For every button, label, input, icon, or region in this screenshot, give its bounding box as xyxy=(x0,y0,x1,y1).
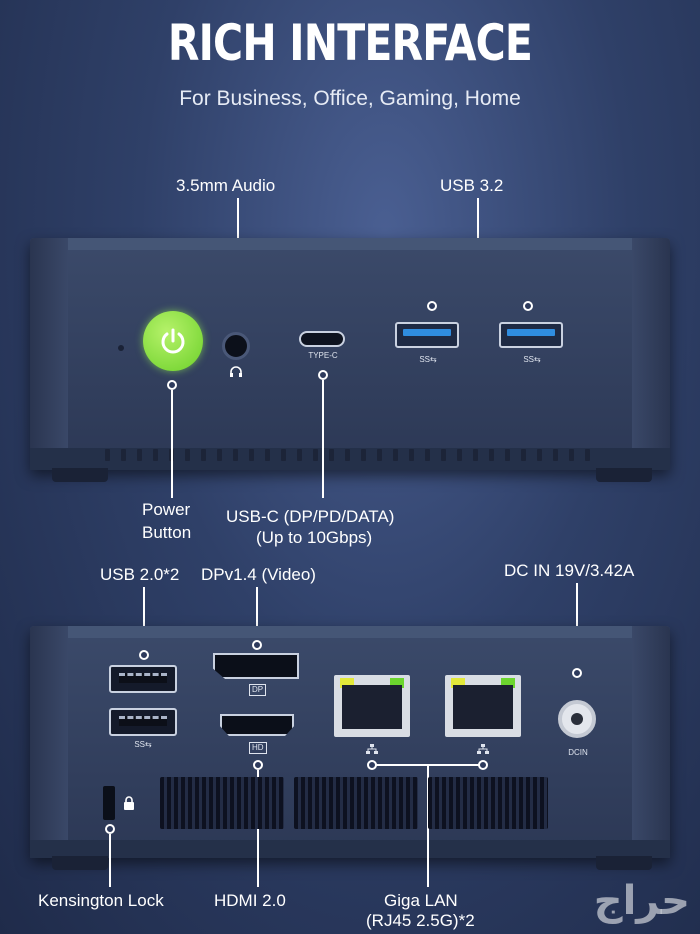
usb32-ss-tag-1: SS⇆ xyxy=(419,355,437,364)
watermark: حراج xyxy=(593,878,690,924)
usb32-ss-tag-2: SS⇆ xyxy=(523,355,541,364)
dot-hdmi xyxy=(253,760,263,770)
dot-dcin xyxy=(572,668,582,678)
usb20-port-2[interactable] xyxy=(109,708,177,736)
back-vent-3 xyxy=(428,777,548,829)
label-usb20: USB 2.0*2 xyxy=(100,565,180,584)
dot-usb20 xyxy=(139,650,149,660)
label-power-1: Power xyxy=(142,500,191,519)
usb20-ss-tag: SS⇆ xyxy=(134,740,152,749)
label-usbc-1: USB-C (DP/PD/DATA) xyxy=(226,507,395,526)
headphone-icon xyxy=(230,366,242,377)
lan-led-link-2 xyxy=(501,678,515,688)
front-foot-left xyxy=(52,468,108,482)
line-dp xyxy=(256,587,258,641)
dp-tag: DP xyxy=(249,684,267,696)
dot-kensington xyxy=(105,824,115,834)
page-title: Rich Interface xyxy=(167,14,533,72)
page-subtitle: For Business, Office, Gaming, Home xyxy=(179,87,521,110)
usb32-port-2[interactable] xyxy=(499,322,563,348)
power-button[interactable] xyxy=(143,311,203,371)
dot-usb32-2 xyxy=(523,301,533,311)
lan-port-2[interactable] xyxy=(445,675,521,737)
back-panel-device xyxy=(30,626,670,858)
dot-dp xyxy=(252,640,262,650)
dot-usb32-1 xyxy=(427,301,437,311)
lan-led-link-1 xyxy=(390,678,404,688)
line-kensington xyxy=(109,834,111,887)
usb32-port-1[interactable] xyxy=(395,322,459,348)
network-icon xyxy=(366,744,378,754)
back-foot-right xyxy=(596,856,652,870)
hdmi-port[interactable] xyxy=(220,714,294,736)
back-vent-1 xyxy=(160,777,284,829)
label-power-2: Button xyxy=(142,523,192,542)
label-usbc-2: (Up to 10Gbps) xyxy=(256,528,373,547)
dot-power xyxy=(167,380,177,390)
label-dp: DPv1.4 (Video) xyxy=(201,565,316,584)
power-icon xyxy=(161,328,185,354)
lan-led-activity-1 xyxy=(340,678,354,688)
lock-icon xyxy=(124,796,134,810)
lan-port-1[interactable] xyxy=(334,675,410,737)
label-kensington: Kensington Lock xyxy=(38,891,164,910)
dc-in-jack[interactable] xyxy=(558,700,596,738)
audio-jack[interactable] xyxy=(222,332,250,360)
label-dcin: DC IN 19V/3.42A xyxy=(504,561,635,580)
kensington-slot[interactable] xyxy=(103,786,115,820)
label-lan-1: Giga LAN xyxy=(384,891,458,910)
back-foot-left xyxy=(52,856,108,870)
hd-tag: HD xyxy=(249,742,267,754)
usb-c-port[interactable] xyxy=(299,331,345,347)
label-lan-2: (RJ45 2.5G)*2 xyxy=(366,911,475,930)
label-audio: 3.5mm Audio xyxy=(176,176,276,195)
line-power xyxy=(171,390,173,498)
front-panel-device xyxy=(30,238,670,470)
dot-usbc xyxy=(318,370,328,380)
front-foot-right xyxy=(596,468,652,482)
dcin-tag: DCIN xyxy=(568,748,588,757)
label-hdmi: HDMI 2.0 xyxy=(214,891,286,910)
front-vent xyxy=(105,449,595,461)
status-led xyxy=(118,345,124,351)
usb20-port-1[interactable] xyxy=(109,665,177,693)
back-vent-2 xyxy=(294,777,418,829)
line-usbc xyxy=(322,380,324,498)
line-usb20 xyxy=(143,587,145,651)
network-icon xyxy=(477,744,489,754)
displayport[interactable] xyxy=(213,653,299,679)
typec-tag: TYPE-C xyxy=(308,351,338,360)
label-usb32: USB 3.2 xyxy=(440,176,504,195)
lan-led-activity-2 xyxy=(451,678,465,688)
